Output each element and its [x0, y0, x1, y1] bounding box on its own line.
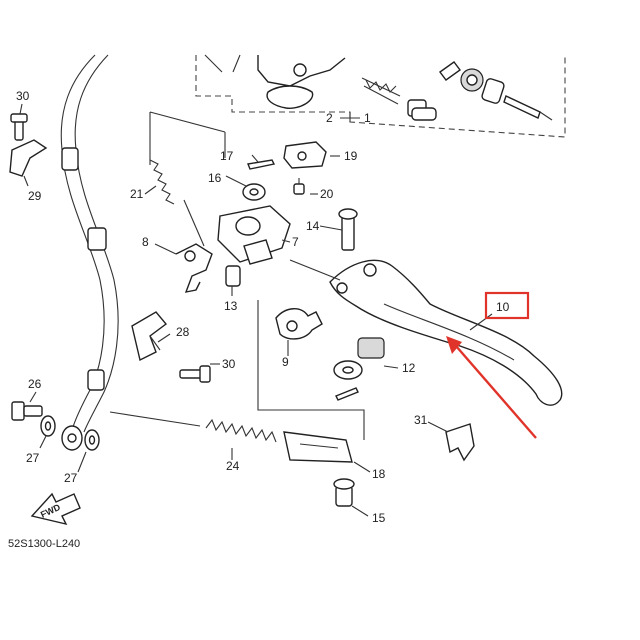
- callout-30-top: 30: [16, 89, 30, 103]
- callout-10: 10: [496, 300, 510, 314]
- nut-12: [333, 337, 385, 380]
- highlight-box: [484, 291, 530, 320]
- callout-17: 17: [220, 149, 234, 163]
- callout-26: 26: [28, 377, 42, 391]
- callout-8: 8: [142, 235, 149, 249]
- callout-31: 31: [414, 413, 428, 427]
- brake-hose: [60, 54, 119, 451]
- callout-1: 1: [364, 111, 371, 125]
- callout-27-left: 27: [26, 451, 40, 465]
- pin-15: [333, 478, 355, 507]
- callout-29: 29: [28, 189, 42, 203]
- screw-20: [293, 178, 305, 195]
- callout-24: 24: [226, 459, 240, 473]
- callout-16: 16: [208, 171, 222, 185]
- master-cylinder-assembly: [195, 54, 566, 138]
- bolt-30-lower: [179, 365, 211, 383]
- callout-15: 15: [372, 511, 386, 525]
- callout-30-lower: 30: [222, 357, 236, 371]
- highlight-arrow-icon: [446, 336, 537, 439]
- washer-16: [242, 183, 266, 201]
- bolt-26: [11, 401, 43, 421]
- drawing-code: 52S1300-L240: [8, 538, 80, 550]
- callout-14: 14: [306, 219, 320, 233]
- callout-18: 18: [372, 467, 386, 481]
- callout-12: 12: [402, 361, 416, 375]
- bracket-28: [131, 311, 168, 362]
- clip-31: [445, 423, 475, 462]
- spring-24: [109, 411, 277, 443]
- washer-27-left: [40, 415, 56, 437]
- adjuster-9: [275, 308, 323, 340]
- brake-lever-10: [329, 259, 563, 406]
- cotter-pin-17: [247, 159, 276, 170]
- callout-13: 13: [224, 299, 238, 313]
- washer-27-right: [84, 429, 100, 451]
- callout-2: 2: [326, 111, 333, 125]
- callout-9: 9: [282, 355, 289, 369]
- collar-13: [225, 265, 241, 287]
- switch-19: [283, 141, 327, 169]
- bracket-8: [175, 243, 213, 293]
- leader-lines: [19, 103, 493, 517]
- callout-27-right: 27: [64, 471, 78, 485]
- callout-19: 19: [344, 149, 358, 163]
- callout-20: 20: [320, 187, 334, 201]
- bracket-29: [9, 113, 48, 177]
- pivot-bolt-14: [338, 208, 358, 251]
- callout-28: 28: [176, 325, 190, 339]
- callout-21: 21: [130, 187, 144, 201]
- lever-holder-7: [217, 205, 291, 265]
- callout-7: 7: [292, 235, 299, 249]
- forward-arrow-icon: FWD: [30, 492, 81, 526]
- cotter-pin-lower: [335, 387, 359, 401]
- spring-21: [149, 111, 226, 247]
- clevis-18: [283, 431, 353, 463]
